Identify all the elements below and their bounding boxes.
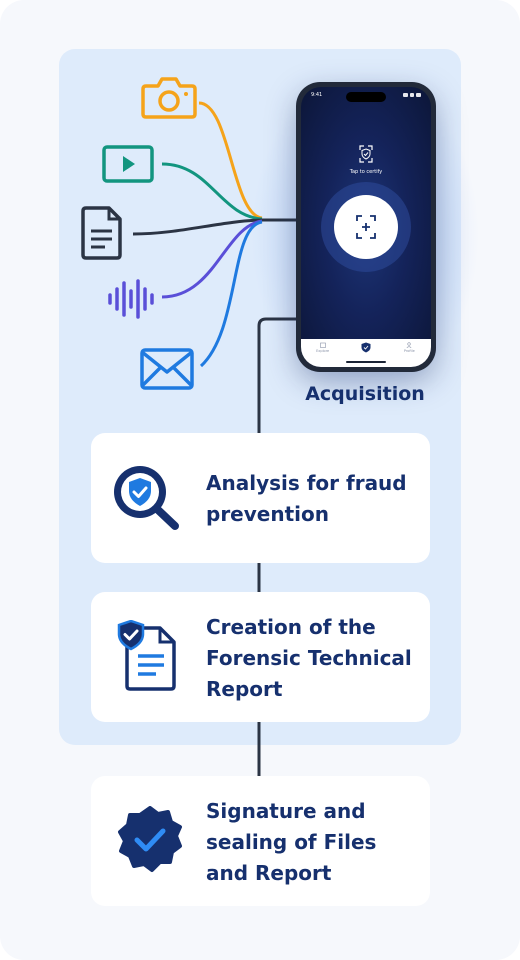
- flow-line: [257, 317, 298, 776]
- analysis-card: Analysis for fraud prevention: [91, 433, 430, 563]
- tab-explore-label: Explore: [316, 349, 330, 353]
- forensic-report-icon: [117, 620, 176, 691]
- certify-button[interactable]: [334, 195, 398, 259]
- camera-connector: [198, 101, 263, 220]
- video-icon: [102, 145, 154, 183]
- phone-mockup: 9:41 Tap to certify: [296, 82, 436, 372]
- tap-to-certify-label: Tap to certify: [349, 169, 383, 175]
- video-connector: [161, 162, 263, 221]
- home-indicator: [346, 361, 386, 363]
- mail-connector: [199, 220, 263, 368]
- shield-scan-icon: [359, 145, 373, 163]
- audio-connector: [161, 219, 263, 299]
- document-connector: [132, 218, 263, 236]
- tab-explore[interactable]: Explore: [308, 342, 338, 353]
- analysis-title: Analysis for fraud prevention: [206, 471, 407, 526]
- tab-certify[interactable]: [351, 342, 381, 354]
- status-indicators: [403, 93, 422, 97]
- fraud-search-icon: [114, 466, 179, 530]
- audio-icon: [108, 279, 154, 319]
- tab-profile-label: Profile: [403, 349, 415, 353]
- scan-plus-icon: [356, 215, 376, 239]
- person-icon: [406, 342, 412, 348]
- signature-card: Signature and sealing of Files and Repor…: [91, 776, 430, 906]
- verified-seal-icon: [118, 806, 182, 872]
- status-time: 9:41: [311, 92, 323, 98]
- tab-profile[interactable]: Profile: [394, 342, 424, 353]
- signature-title: Signature and sealing of Files and Repor…: [206, 799, 377, 885]
- camera-icon: [141, 77, 197, 119]
- shield-check-icon: [361, 342, 371, 353]
- phone-screen: 9:41 Tap to certify: [301, 87, 431, 367]
- mail-icon: [140, 348, 194, 390]
- acquisition-label: Acquisition: [305, 383, 425, 405]
- report-card: Creation of the Forensic Technical Repor…: [91, 592, 430, 722]
- dynamic-island: [346, 92, 386, 102]
- document-icon: [81, 206, 122, 260]
- calendar-icon: [319, 342, 326, 348]
- report-title: Creation of the Forensic Technical Repor…: [206, 615, 412, 701]
